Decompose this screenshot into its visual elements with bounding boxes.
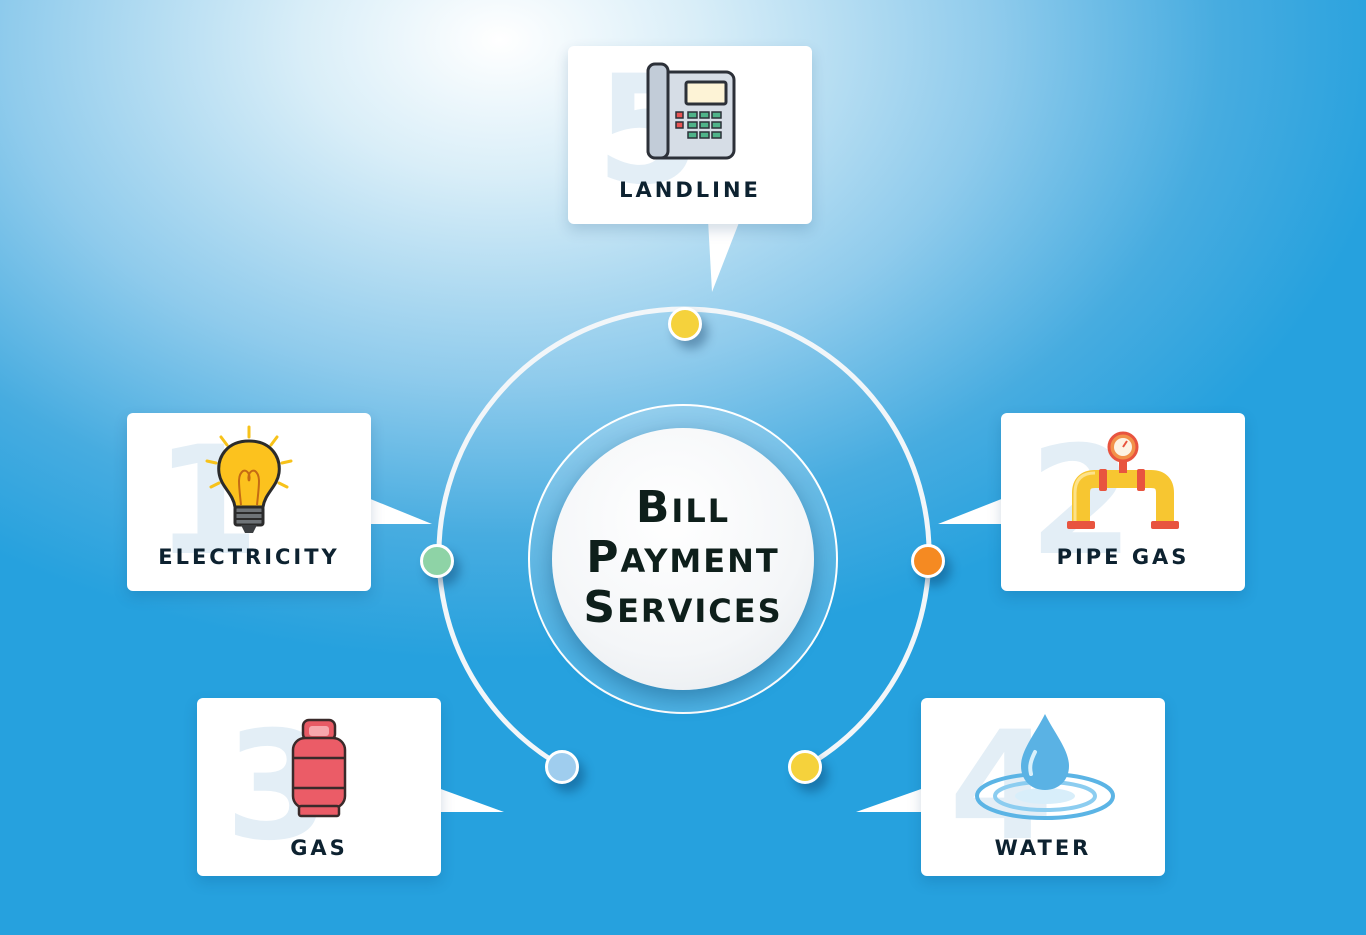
gas-dot: [545, 750, 579, 784]
electricity-pointer: [368, 498, 432, 524]
gas-card[interactable]: 3 GAS: [197, 698, 441, 876]
title-initial: S: [583, 582, 618, 633]
pipe-gas-pointer: [938, 498, 1004, 524]
water-pointer: [856, 788, 924, 812]
telephone-icon: [646, 62, 736, 160]
title-line-3: SERVICES: [552, 582, 814, 633]
title-initial: B: [635, 482, 672, 533]
landline-pointer: [708, 220, 740, 292]
gas-pointer: [438, 788, 504, 812]
gas-label: GAS: [290, 836, 348, 860]
landline-card[interactable]: 5 LANDLINE: [568, 46, 812, 224]
title-rest: ERVICES: [617, 592, 783, 630]
pipe-gas-dot: [911, 544, 945, 578]
landline-label: LANDLINE: [619, 178, 761, 202]
water-label: WATER: [994, 836, 1092, 860]
water-dot: [788, 750, 822, 784]
pipe-gas-card[interactable]: 2 PIPE GAS: [1001, 413, 1245, 591]
title-line-2: PAYMENT: [552, 532, 814, 583]
gas-cylinder-icon: [291, 718, 347, 818]
pipe-gas-label: PIPE GAS: [1056, 545, 1190, 569]
electricity-dot: [420, 544, 454, 578]
title-rest: AYMENT: [620, 542, 780, 580]
light-bulb-icon: [205, 425, 293, 533]
water-card[interactable]: 4 WATER: [921, 698, 1165, 876]
gas-pipe-icon: [1067, 431, 1179, 529]
title-line-1: BILL: [552, 482, 814, 533]
title-initial: P: [586, 532, 621, 583]
water-drop-icon: [975, 714, 1115, 820]
electricity-card[interactable]: 1 ELECTRICITY: [127, 413, 371, 591]
electricity-label: ELECTRICITY: [158, 545, 340, 569]
landline-dot: [668, 307, 702, 341]
center-circle: [552, 428, 814, 690]
title-rest: ILL: [671, 492, 731, 530]
